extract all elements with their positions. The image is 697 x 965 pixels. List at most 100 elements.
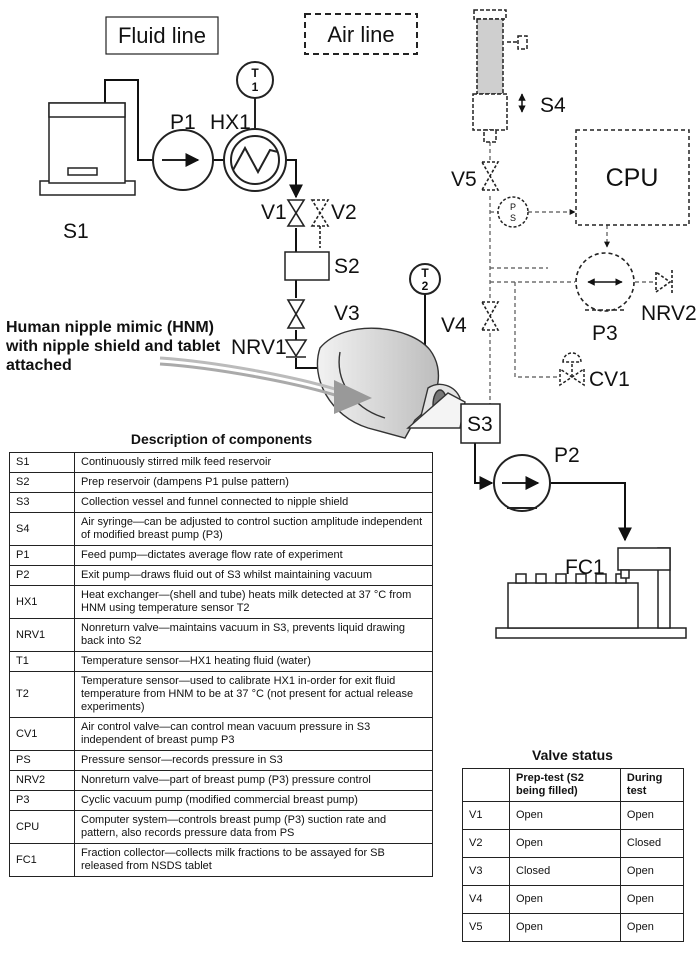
component-code: CPU — [9, 810, 75, 844]
valve-v2 — [310, 199, 330, 248]
component-description: Nonreturn valve—maintains vacuum in S3, … — [74, 618, 433, 652]
nrv2-label: NRV2 — [641, 302, 697, 325]
valve-v5 — [480, 161, 500, 191]
component-code: S4 — [9, 512, 75, 546]
s1-label: S1 — [63, 220, 89, 243]
during-status: Open — [619, 913, 685, 942]
sensor-t2 — [409, 263, 441, 295]
component-code: NRV1 — [9, 618, 75, 652]
fluid-lines — [104, 79, 632, 542]
component-description: Cyclic vacuum pump (modified commercial … — [74, 790, 433, 811]
ps-sub: S — [510, 213, 516, 223]
v4-label: V4 — [441, 314, 467, 337]
heat-exchanger-hx1 — [223, 128, 287, 192]
t2-label: T — [421, 266, 429, 280]
during-status: Open — [619, 801, 685, 830]
component-code: P2 — [9, 565, 75, 586]
s4-label: S4 — [540, 94, 566, 117]
air-line-legend: Air line — [304, 13, 418, 55]
ps-label: P — [510, 202, 516, 212]
exit-pump-p2 — [493, 454, 551, 512]
component-description: Feed pump—dictates average flow rate of … — [74, 545, 433, 566]
component-description: Exit pump—draws fluid out of S3 whilst m… — [74, 565, 433, 586]
component-description: Air control valve—can control mean vacuu… — [74, 717, 433, 751]
hnm-caption: Human nipple mimic (HNM) with nipple shi… — [6, 319, 221, 374]
component-code: S2 — [9, 472, 75, 493]
v3-label: V3 — [334, 302, 360, 325]
component-code: T1 — [9, 651, 75, 672]
component-code: CV1 — [9, 717, 75, 751]
prep-status: Open — [509, 885, 621, 914]
column-header — [462, 768, 510, 802]
hnm-pointer-arrow — [159, 356, 372, 414]
valve-v4 — [480, 301, 500, 331]
column-header: During test — [619, 768, 685, 802]
t1-label: T — [251, 66, 259, 80]
air-lines — [489, 142, 656, 404]
component-description: Collection vessel and funnel connected t… — [74, 492, 433, 513]
component-description: Fraction collector—collects milk fractio… — [74, 843, 433, 877]
component-code: S1 — [9, 452, 75, 473]
component-code: P3 — [9, 790, 75, 811]
p3-label: P3 — [592, 322, 618, 345]
collection-vessel-s3 — [460, 403, 501, 444]
valve-name: V4 — [462, 885, 510, 914]
component-code: PS — [9, 750, 75, 771]
s3-label: S3 — [467, 413, 493, 436]
component-code: NRV2 — [9, 770, 75, 791]
nonreturn-valve-nrv1 — [284, 339, 308, 358]
component-description: Air syringe—can be adjusted to control s… — [74, 512, 433, 546]
fc1-label: FC1 — [565, 556, 605, 579]
fraction-collector-fc1 — [495, 547, 687, 639]
valve-v1 — [286, 199, 306, 227]
component-code: FC1 — [9, 843, 75, 877]
prep-status: Closed — [509, 857, 621, 886]
prep-status: Open — [509, 801, 621, 830]
component-description: Continuously stirred milk feed reservoir — [74, 452, 433, 473]
air-syringe-s4 — [472, 9, 528, 143]
fluid-line-legend: Fluid line — [105, 16, 219, 55]
nrv1-label: NRV1 — [231, 336, 287, 359]
cv1-label: CV1 — [589, 368, 630, 391]
computer-cpu — [575, 129, 690, 226]
valve-status-table: Prep-test (S2 being filled) During test … — [462, 768, 685, 942]
valve-name: V5 — [462, 913, 510, 942]
s2-label: S2 — [334, 255, 360, 278]
during-status: Closed — [619, 829, 685, 858]
during-status: Open — [619, 857, 685, 886]
air-control-valve-cv1 — [559, 352, 585, 387]
pressure-sensor-ps — [497, 196, 529, 228]
table-header-row: Prep-test (S2 being filled) During test — [462, 768, 685, 802]
prep-status: Open — [509, 829, 621, 858]
nonreturn-valve-nrv2 — [655, 270, 673, 294]
reservoir-s1 — [39, 102, 136, 196]
component-description: Computer system—controls breast pump (P3… — [74, 810, 433, 844]
prep-status: Open — [509, 913, 621, 942]
valve-v3 — [286, 299, 306, 329]
component-description: Nonreturn valve—part of breast pump (P3)… — [74, 770, 433, 791]
sensor-t1 — [236, 61, 274, 129]
valve-status-title: Valve status — [532, 747, 613, 763]
t1-sub: 1 — [252, 80, 259, 94]
fluid-line-label: Fluid line — [118, 23, 206, 48]
valve-name: V3 — [462, 857, 510, 886]
p2-label: P2 — [554, 444, 580, 467]
during-status: Open — [619, 885, 685, 914]
